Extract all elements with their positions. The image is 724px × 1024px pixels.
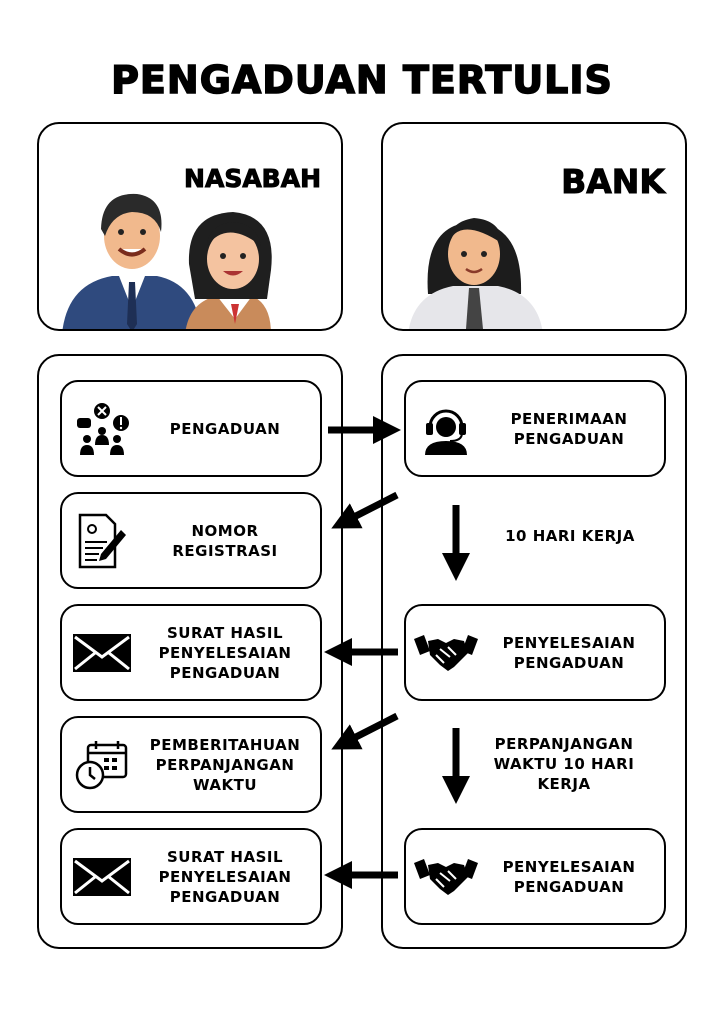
step-label: PENERIMAAN PENGADUAN [510,409,628,448]
nasabah-card: NASABAH [37,122,343,331]
step-label: SURAT HASIL PENYELESAIAN PENGADUAN [158,623,292,682]
bank-header: BANK [561,162,666,202]
step-penerimaan: PENERIMAAN PENGADUAN [404,380,666,477]
step-label: PENYELESAIAN PENGADUAN [502,633,636,672]
step-penyelesaian-1: PENYELESAIAN PENGADUAN [404,604,666,701]
calendar-clock-icon [62,739,142,791]
step-pengaduan: PENGADUAN [60,380,322,477]
bank-card: BANK [381,122,687,331]
step-label: PENGADUAN [169,419,281,438]
step-surat-hasil-1: SURAT HASIL PENYELESAIAN PENGADUAN [60,604,322,701]
headset-agent-icon [406,403,486,455]
customers-avatar-icon [62,193,272,329]
note-perpanjangan: PERPANJANGAN WAKTU 10 HARI KERJA [493,735,635,793]
page-title: PENGADUAN TERTULIS [110,57,613,103]
envelope-icon [62,857,142,896]
step-label: PEMBERITAHUAN PERPANJANGAN WAKTU [149,735,301,794]
handshake-icon [406,857,486,897]
step-label: SURAT HASIL PENYELESAIAN PENGADUAN [158,847,292,906]
note-10-hari: 10 HARI KERJA [505,527,635,545]
complaint-people-icon [62,401,142,457]
step-surat-hasil-2: SURAT HASIL PENYELESAIAN PENGADUAN [60,828,322,925]
arrow-diagonal [331,491,399,529]
nasabah-header: NASABAH [184,164,322,194]
handshake-icon [406,633,486,673]
step-pemberitahuan: PEMBERITAHUAN PERPANJANGAN WAKTU [60,716,322,813]
step-penyelesaian-2: PENYELESAIAN PENGADUAN [404,828,666,925]
arrow-diagonal [331,712,399,750]
step-nomor-registrasi: NOMOR REGISTRASI [60,492,322,589]
step-label: PENYELESAIAN PENGADUAN [502,857,636,896]
step-label: NOMOR REGISTRASI [172,521,278,560]
document-pen-icon [62,512,142,570]
envelope-icon [62,633,142,672]
bank-officer-avatar-icon [408,218,543,329]
